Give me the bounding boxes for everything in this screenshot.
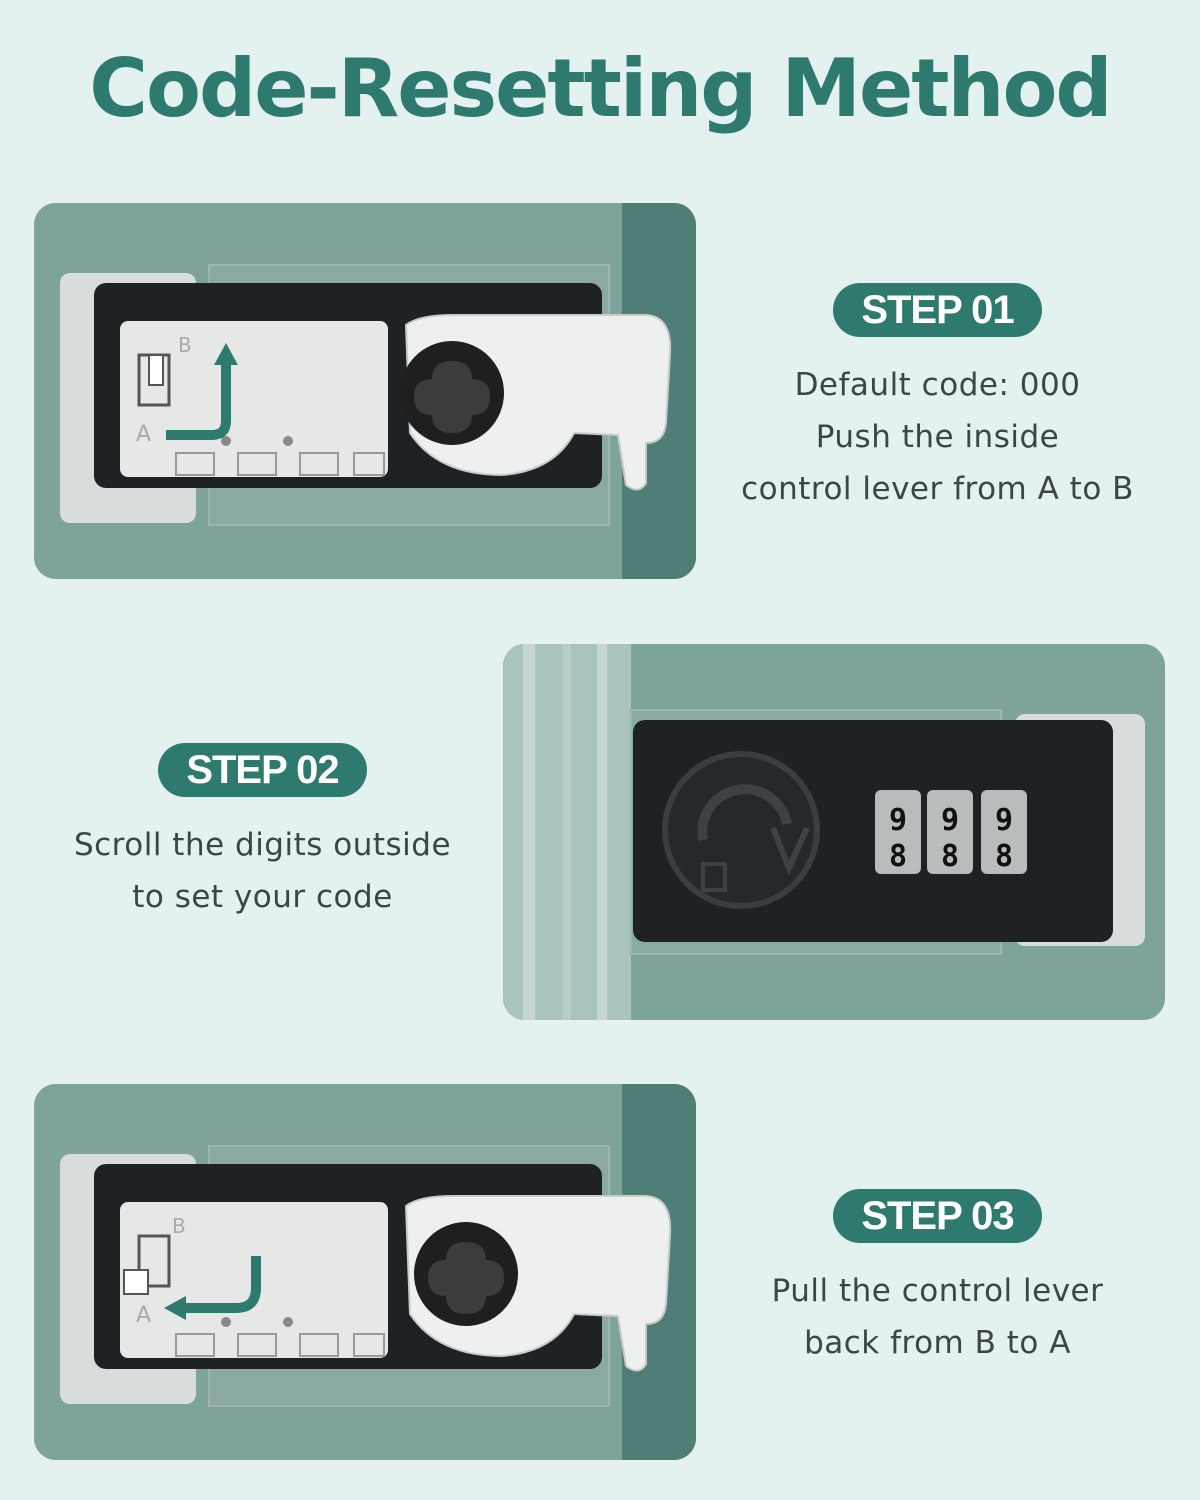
knob-icon xyxy=(414,361,490,433)
step-01-line-1: Default code: 000 xyxy=(794,367,1081,403)
step-03-photo: B A xyxy=(34,1084,696,1460)
digit-1-top[interactable]: 9 xyxy=(889,803,907,838)
label-a: A xyxy=(136,1303,151,1328)
step-02-description: Scroll the digits outside to set your co… xyxy=(40,819,485,923)
step-02-badge: STEP 02 xyxy=(158,743,367,797)
step-02: STEP 02 Scroll the digits outside to set… xyxy=(40,743,485,923)
dial-knob xyxy=(662,751,820,909)
step-01-line-3: control lever from A to B xyxy=(741,471,1134,507)
step-03-line-2: back from B to A xyxy=(804,1325,1071,1361)
step-03-description: Pull the control lever back from B to A xyxy=(720,1265,1155,1369)
unlock-icon xyxy=(701,862,727,892)
step-01-description: Default code: 000 Push the inside contro… xyxy=(720,359,1155,515)
step-01-photo: B A xyxy=(34,203,696,579)
arrow-up-icon xyxy=(166,363,231,440)
step-01: STEP 01 Default code: 000 Push the insid… xyxy=(720,283,1155,515)
rotate-arrow-icon xyxy=(697,784,792,841)
knob-icon xyxy=(428,1242,504,1314)
digit-1-bottom: 8 xyxy=(889,839,907,874)
digit-2-bottom: 8 xyxy=(941,839,959,874)
arrow-left-icon xyxy=(184,1256,261,1313)
step-03-line-1: Pull the control lever xyxy=(771,1273,1104,1309)
label-a: A xyxy=(136,422,151,447)
digit-3-bottom: 8 xyxy=(995,839,1013,874)
step-03-badge: STEP 03 xyxy=(833,1189,1042,1243)
digit-2-top[interactable]: 9 xyxy=(941,803,959,838)
digit-wheels: 9 9 9 8 8 8 xyxy=(875,790,1027,874)
label-b: B xyxy=(178,333,192,357)
step-01-line-2: Push the inside xyxy=(815,419,1060,455)
step-02-line-1: Scroll the digits outside xyxy=(73,827,452,863)
step-03: STEP 03 Pull the control lever back from… xyxy=(720,1189,1155,1369)
step-01-badge: STEP 01 xyxy=(833,283,1042,337)
step-02-photo: 9 9 9 8 8 8 xyxy=(503,644,1165,1020)
label-b: B xyxy=(172,1214,186,1238)
page-title: Code-Resetting Method xyxy=(89,42,1112,135)
digit-3-top[interactable]: 9 xyxy=(995,803,1013,838)
step-02-line-2: to set your code xyxy=(132,879,393,915)
